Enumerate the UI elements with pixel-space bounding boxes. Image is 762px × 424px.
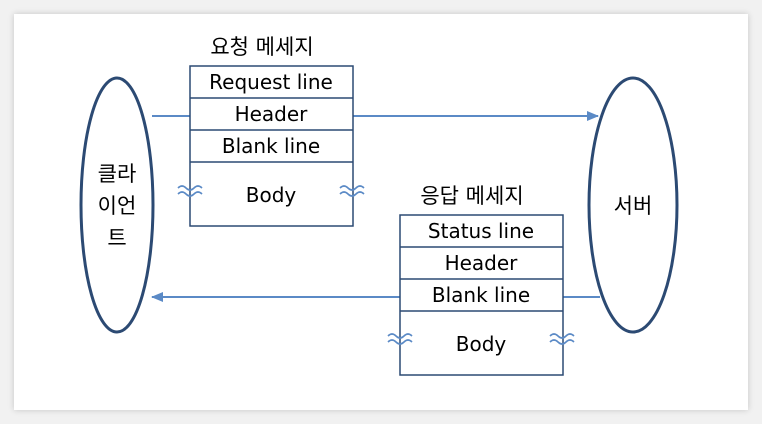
response-left-squiggle-icon [387,333,413,345]
server-node: 서버 [587,76,679,334]
client-node: 클라 이언 트 [79,76,155,334]
response-row-blank-line: Blank line [432,283,530,307]
client-label-line3: 트 [107,226,126,250]
response-message-box: 응답 메세지 Status line Header Blank line Bod… [387,184,575,376]
request-message-box: 요청 메세지 Request line Header Blank line Bo… [177,35,365,227]
client-label-line2: 이언 [98,194,137,218]
response-row-body: Body [456,332,507,356]
request-right-squiggle-icon [339,185,365,197]
request-left-squiggle-icon [177,185,203,197]
client-label-line1: 클라 [98,162,137,186]
request-row-header: Header [235,102,309,126]
response-right-squiggle-icon [549,333,575,345]
request-row-request-line: Request line [209,70,333,94]
request-row-body: Body [246,183,297,207]
request-message-title: 요청 메세지 [210,35,313,59]
request-row-blank-line: Blank line [222,134,320,158]
response-message-title: 응답 메세지 [420,184,523,208]
server-label: 서버 [614,194,653,218]
response-row-header: Header [445,251,519,275]
response-row-status-line: Status line [428,219,534,243]
